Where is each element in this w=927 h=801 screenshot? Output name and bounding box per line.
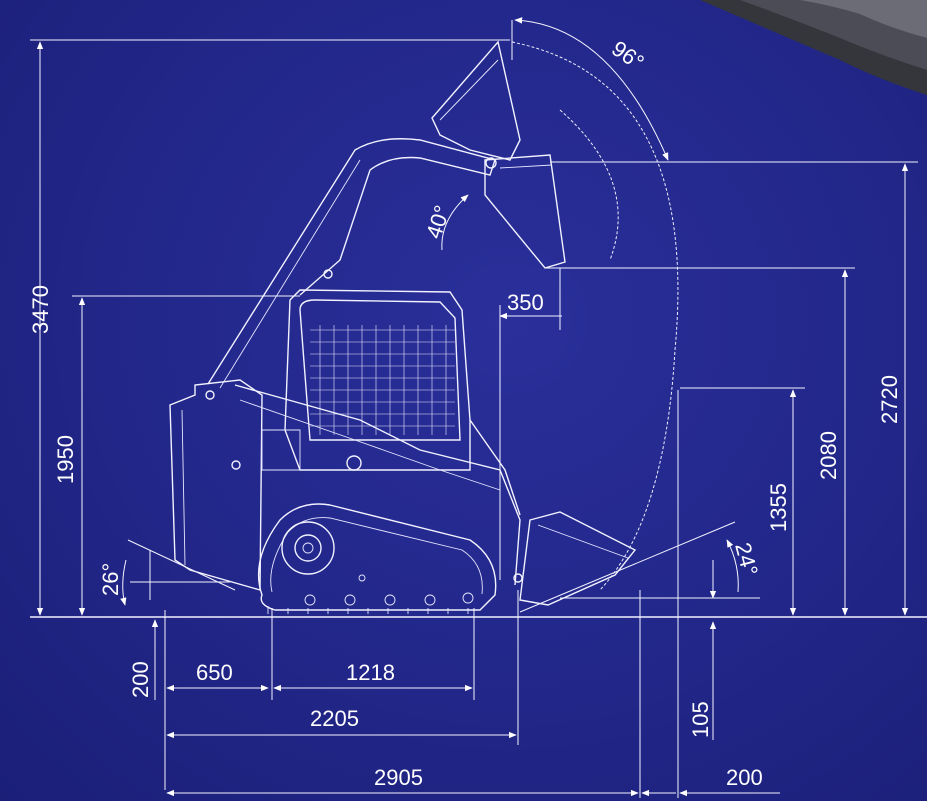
dim-dump-angle: [441, 194, 469, 251]
dim-length-no-bucket: [166, 590, 519, 745]
label-overall-height: 3470: [28, 285, 53, 334]
dim-dump-reach: [499, 268, 562, 580]
label-bucket-below: 105: [688, 701, 713, 738]
label-departure-angle: 26°: [98, 563, 123, 596]
dim-rear-overhang: [164, 610, 269, 790]
dim-dump-height: [550, 161, 918, 616]
dim-rollback-angle: [511, 17, 669, 161]
label-dump-clearance: 1355: [766, 483, 791, 532]
label-pin-height: 2080: [816, 431, 841, 480]
label-length-with-bucket: 2905: [374, 765, 423, 790]
label-track-length: 1218: [346, 660, 395, 685]
label-rollback-angle: 96°: [607, 36, 649, 76]
dim-bucket-below: [560, 560, 760, 740]
label-dump-angle: 40°: [421, 202, 455, 241]
dim-cab-height: [72, 295, 300, 616]
label-dump-reach: 350: [507, 290, 544, 315]
dim-approach-angle: [519, 521, 739, 613]
dim-length-with-bucket: [166, 590, 641, 798]
label-approach-angle: 24°: [730, 540, 763, 579]
label-cab-height: 1950: [53, 435, 78, 484]
dim-bucket-ahead: [641, 390, 780, 798]
label-length-no-bucket: 2205: [310, 706, 359, 731]
label-dump-height: 2720: [877, 375, 902, 424]
bucket-swing-arc-inner: [559, 109, 619, 261]
bucket-swing-arc: [511, 41, 679, 591]
label-rear-overhang: 650: [196, 660, 233, 685]
machine-drawing: [169, 40, 637, 614]
dim-departure-angle: [120, 539, 236, 606]
dim-track-length: [271, 608, 475, 700]
dim-pin-height: [545, 267, 855, 616]
dim-overall-height: [30, 39, 510, 616]
dim-dump-clearance: [680, 387, 805, 616]
corner-cylinder-decoration: [700, 0, 927, 95]
cab-window-mesh: [310, 325, 455, 435]
label-ground-clearance: 200: [128, 661, 153, 698]
label-bucket-ahead: 200: [726, 765, 763, 790]
